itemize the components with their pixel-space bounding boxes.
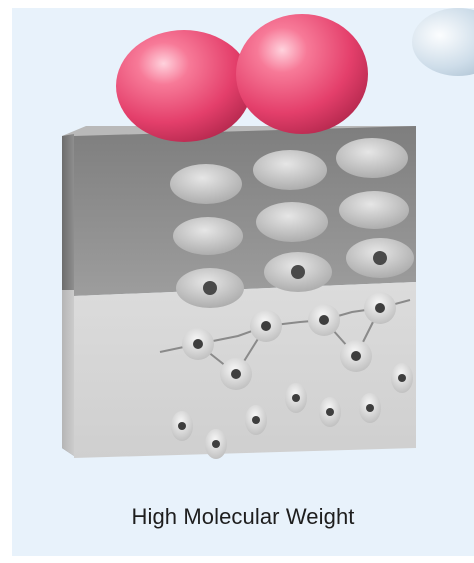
diagram-caption: High Molecular Weight — [131, 504, 355, 529]
skin-layer-cross-section-icon — [62, 126, 416, 459]
hyaluronic-molecule-pair-icon — [116, 14, 368, 142]
bubble-icon — [412, 8, 474, 76]
